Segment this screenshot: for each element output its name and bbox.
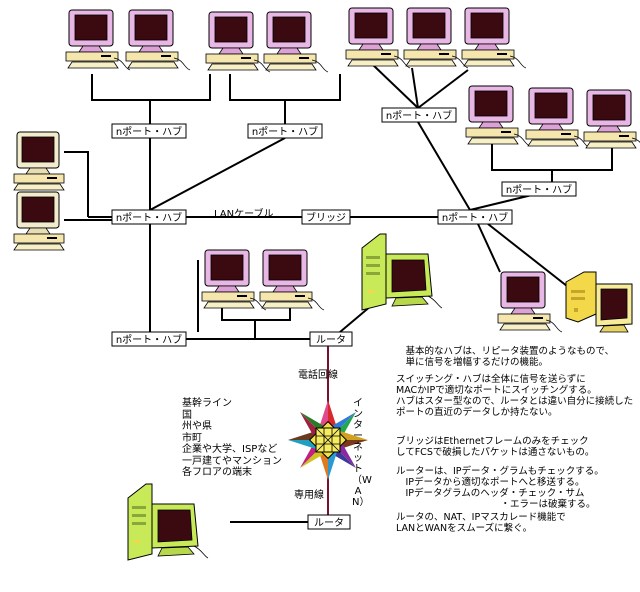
hub-right-mid: nポート・ハブ — [501, 181, 577, 197]
link-tr-pc-3 — [417, 69, 469, 109]
connection-lines — [64, 63, 613, 523]
link-hub-g-e — [469, 193, 537, 211]
link-hub-b-c — [149, 137, 286, 211]
hierarchy-item: 州や県 — [182, 421, 212, 432]
pc-top-left-1 — [65, 9, 131, 71]
pc-top-right-1 — [345, 7, 411, 69]
pc-center-1 — [201, 249, 267, 311]
note-router-check: ルーターは、IPデータ・グラムもチェックする。 IPデータから適切なポートへと移… — [396, 466, 604, 510]
pc-top-mid-1 — [205, 11, 271, 73]
internet-star-icon — [288, 400, 368, 480]
pc-green-bottom — [127, 483, 209, 561]
link-hub-f-e — [417, 121, 471, 211]
leased-line-label: 専用線 — [294, 490, 324, 501]
pc-green-router — [361, 233, 443, 311]
svg-text:nポート・ハブ: nポート・ハブ — [442, 211, 508, 224]
pc-center-2 — [259, 249, 325, 311]
link-top-mid-pcs — [229, 74, 341, 101]
pc-top-right-3 — [461, 7, 527, 69]
svg-text:nポート・ハブ: nポート・ハブ — [386, 109, 452, 122]
pc-top-left-2 — [125, 9, 191, 71]
link-top-left-pcs — [91, 74, 211, 101]
pc-right-mid-2 — [525, 87, 591, 149]
pc-top-mid-2 — [263, 11, 329, 73]
svg-text:nポート・ハブ: nポート・ハブ — [252, 125, 318, 138]
hub-lower: nポート・ハブ — [111, 331, 187, 347]
lan-cable-label: LANケーブル — [214, 209, 274, 220]
svg-text:nポート・ハブ: nポート・ハブ — [116, 125, 182, 138]
note-router-nat: ルータの、NAT、IPマスカレード機能で LANとWANをスムーズに繋ぐ。 — [396, 512, 566, 534]
link-hub-e-pink — [477, 223, 501, 273]
note-bridge: ブリッジはEthernetフレームのみをチェック してFCSで破損したパケットは… — [396, 436, 595, 458]
bridge-box: ブリッジ — [301, 209, 351, 225]
pc-left-2 — [13, 191, 65, 251]
phone-line-label: 電話回線 — [298, 370, 338, 381]
hierarchy-item: 国 — [182, 409, 192, 421]
link-left-pc-1 — [64, 151, 89, 217]
hierarchy-item: 市町 — [182, 432, 202, 444]
hierarchy-item: 企業や大学、ISPなど — [182, 444, 278, 455]
hub-top-right: nポート・ハブ — [381, 107, 457, 123]
pc-right-mid-1 — [465, 85, 531, 147]
hierarchy-item: 各フロアの端末 — [182, 467, 252, 478]
pc-bottom-right-yellow — [565, 271, 633, 333]
link-tr-pc-1 — [371, 63, 419, 109]
pc-bottom-right-pink — [497, 271, 563, 333]
svg-text:nポート・ハブ: nポート・ハブ — [506, 183, 572, 196]
pc-right-mid-3 — [583, 89, 640, 151]
svg-text:nポート・ハブ: nポート・ハブ — [116, 211, 182, 224]
hierarchy-item: 基幹ライン — [182, 398, 232, 409]
link-tr-pc-2 — [411, 67, 419, 109]
note-hub: 基本的なハブは、リピータ装置のようなもので、 単に信号を増幅するだけの機能。 — [405, 346, 615, 368]
hub-top-mid: nポート・ハブ — [247, 123, 323, 139]
hub-center: nポート・ハブ — [111, 209, 187, 225]
hub-right: nポート・ハブ — [437, 209, 513, 225]
pc-top-right-2 — [403, 7, 469, 69]
pc-left-1 — [13, 131, 65, 191]
svg-text:ルータ: ルータ — [316, 334, 346, 346]
note-switching-hub: スイッチング・ハブは全体に信号を送らずに MACかIPで適切なポートにスイッチン… — [396, 374, 634, 418]
router-box-bottom: ルータ — [307, 514, 351, 530]
hub-top-left: nポート・ハブ — [111, 123, 187, 139]
router-box-top: ルータ — [309, 331, 353, 347]
hierarchy-item: 一戸建てやマンション — [182, 455, 282, 467]
link-hub-e-yellow — [487, 223, 573, 291]
svg-text:nポート・ハブ: nポート・ハブ — [116, 333, 182, 346]
internet-wan-label: インターネット（WAN） — [352, 398, 372, 508]
svg-text:ルータ: ルータ — [314, 517, 344, 529]
hierarchy-list: 基幹ライン 国 州や県 市町 企業や大学、ISPなど 一戸建てやマンション 各フ… — [182, 398, 282, 479]
svg-text:ブリッジ: ブリッジ — [306, 211, 346, 224]
